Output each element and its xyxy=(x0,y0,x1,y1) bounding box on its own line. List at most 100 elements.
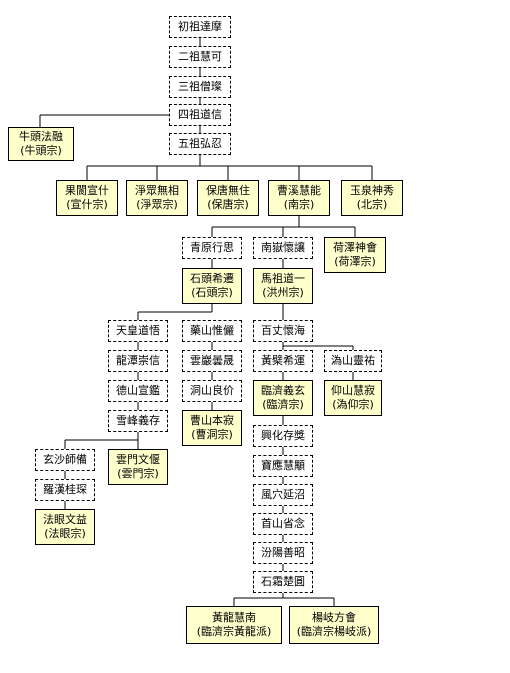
node-n16-school: (洪州宗) xyxy=(262,286,304,299)
node-n6: 五祖弘忍 xyxy=(169,133,231,155)
node-n22-name: 黃檗希運 xyxy=(261,354,305,367)
node-n4: 四祖道信 xyxy=(169,104,231,126)
node-n1-name: 初祖達摩 xyxy=(178,20,222,33)
node-n34-name: 羅漢桂琛 xyxy=(43,483,87,496)
node-n6-name: 五祖弘忍 xyxy=(178,137,222,150)
node-n32-name: 雲門文偃 xyxy=(116,453,160,466)
node-n37-name: 首山省念 xyxy=(261,517,305,530)
node-n24: 德山宣鑑 xyxy=(108,380,168,402)
node-n17: 天皇道悟 xyxy=(108,320,168,342)
node-n5: 牛頭法融(牛頭宗) xyxy=(8,127,74,161)
node-n8-school: (淨眾宗) xyxy=(136,198,178,211)
node-n40-name: 黃龍慧南 xyxy=(212,611,256,624)
node-n27-name: 仰山慧寂 xyxy=(331,384,375,397)
node-n5-name: 牛頭法融 xyxy=(19,130,63,143)
node-n22: 黃檗希運 xyxy=(253,350,313,372)
node-n21-name: 雲巖曇晟 xyxy=(190,354,234,367)
node-n31: 玄沙師備 xyxy=(35,449,95,471)
node-n33: 寶應慧顒 xyxy=(253,455,313,477)
node-n15-school: (石頭宗) xyxy=(191,286,233,299)
node-n9: 保唐無住(保唐宗) xyxy=(197,180,259,216)
node-n11-school: (北宗) xyxy=(356,198,388,211)
node-n29: 曹山本寂(曹洞宗) xyxy=(182,410,242,446)
node-n36: 法眼文益(法眼宗) xyxy=(35,509,95,545)
node-n3: 三祖僧璨 xyxy=(169,76,231,98)
node-n2-name: 二祖慧可 xyxy=(178,50,222,63)
node-n14-school: (荷澤宗) xyxy=(334,255,376,268)
node-n26: 臨濟義玄(臨濟宗) xyxy=(253,380,313,416)
node-n8-name: 淨眾無相 xyxy=(135,184,179,197)
node-n33-name: 寶應慧顒 xyxy=(261,459,305,472)
node-n41-name: 楊岐方會 xyxy=(312,611,356,624)
node-n13-name: 南嶽懷讓 xyxy=(261,241,305,254)
node-n10-school: (南宗) xyxy=(283,198,315,211)
node-n20: 龍潭崇信 xyxy=(108,350,168,372)
node-n23-name: 溈山靈祐 xyxy=(331,354,375,367)
node-n16: 馬祖道一(洪州宗) xyxy=(253,268,313,304)
node-n28-name: 雪峰義存 xyxy=(116,414,160,427)
node-n13: 南嶽懷讓 xyxy=(253,237,313,259)
node-n19-name: 百丈懷海 xyxy=(261,324,305,337)
node-n15: 石頭希遷(石頭宗) xyxy=(182,268,242,304)
node-n15-name: 石頭希遷 xyxy=(190,272,234,285)
node-n12: 青原行思 xyxy=(182,237,242,259)
node-n25: 洞山良价 xyxy=(182,380,242,402)
node-n4-name: 四祖道信 xyxy=(178,108,222,121)
node-n31-name: 玄沙師備 xyxy=(43,453,87,466)
node-n41-school: (臨濟宗楊岐派) xyxy=(296,625,372,638)
node-n19: 百丈懷海 xyxy=(253,320,313,342)
node-n8: 淨眾無相(淨眾宗) xyxy=(126,180,188,216)
node-n40: 黃龍慧南(臨濟宗黃龍派) xyxy=(186,606,282,644)
node-n36-name: 法眼文益 xyxy=(43,513,87,526)
node-n11: 玉泉神秀(北宗) xyxy=(341,180,403,216)
node-n9-school: (保唐宗) xyxy=(207,198,249,211)
node-n28: 雪峰義存 xyxy=(108,410,168,432)
node-n24-name: 德山宣鑑 xyxy=(116,384,160,397)
node-n26-name: 臨濟義玄 xyxy=(261,384,305,397)
node-n21: 雲巖曇晟 xyxy=(182,350,242,372)
node-n29-school: (曹洞宗) xyxy=(191,428,233,441)
node-n1: 初祖達摩 xyxy=(169,16,231,38)
node-n38: 汾陽善昭 xyxy=(253,542,313,564)
node-n27-school: (溈仰宗) xyxy=(332,398,374,411)
node-n37: 首山省念 xyxy=(253,513,313,535)
node-n26-school: (臨濟宗) xyxy=(262,398,304,411)
node-n3-name: 三祖僧璨 xyxy=(178,80,222,93)
node-n9-name: 保唐無住 xyxy=(206,184,250,197)
node-n18: 藥山惟儼 xyxy=(182,320,242,342)
node-n30: 興化存獎 xyxy=(253,425,313,447)
node-n34: 羅漢桂琛 xyxy=(35,479,95,501)
node-n11-name: 玉泉神秀 xyxy=(350,184,394,197)
node-n32: 雲門文偃(雲門宗) xyxy=(108,449,168,485)
node-n39-name: 石霜楚圓 xyxy=(261,575,305,588)
node-n40-school: (臨濟宗黃龍派) xyxy=(196,625,272,638)
node-n23: 溈山靈祐 xyxy=(324,350,382,372)
node-n5-school: (牛頭宗) xyxy=(20,144,62,157)
node-n14: 荷澤神會(荷澤宗) xyxy=(324,237,386,273)
node-n36-school: (法眼宗) xyxy=(44,527,86,540)
node-n10-name: 曹溪慧能 xyxy=(277,184,321,197)
node-n7: 果閬宣什(宣什宗) xyxy=(56,180,118,216)
node-n27: 仰山慧寂(溈仰宗) xyxy=(324,380,382,416)
node-n38-name: 汾陽善昭 xyxy=(261,546,305,559)
node-n39: 石霜楚圓 xyxy=(253,571,313,593)
node-n41: 楊岐方會(臨濟宗楊岐派) xyxy=(289,606,379,644)
node-n17-name: 天皇道悟 xyxy=(116,324,160,337)
node-n10: 曹溪慧能(南宗) xyxy=(268,180,330,216)
node-n14-name: 荷澤神會 xyxy=(333,241,377,254)
node-n18-name: 藥山惟儼 xyxy=(190,324,234,337)
node-n20-name: 龍潭崇信 xyxy=(116,354,160,367)
node-n2: 二祖慧可 xyxy=(169,46,231,68)
node-n32-school: (雲門宗) xyxy=(117,467,159,480)
node-n16-name: 馬祖道一 xyxy=(261,272,305,285)
node-n35-name: 風穴延沼 xyxy=(261,488,305,501)
node-n25-name: 洞山良价 xyxy=(190,384,234,397)
node-n12-name: 青原行思 xyxy=(190,241,234,254)
node-n7-school: (宣什宗) xyxy=(66,198,108,211)
node-n35: 風穴延沼 xyxy=(253,484,313,506)
node-n30-name: 興化存獎 xyxy=(261,429,305,442)
node-n7-name: 果閬宣什 xyxy=(65,184,109,197)
node-n29-name: 曹山本寂 xyxy=(190,414,234,427)
